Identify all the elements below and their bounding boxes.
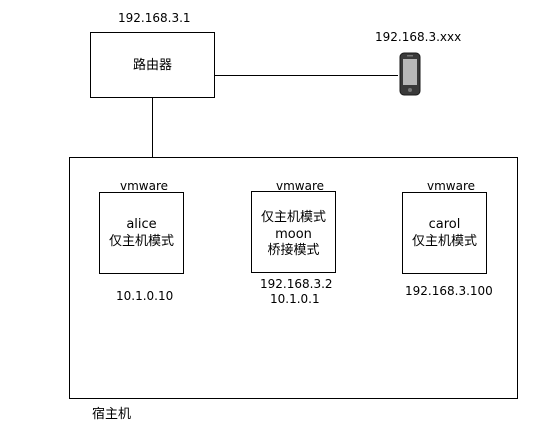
router-box: 路由器 — [90, 32, 215, 98]
vm-carol-name: carol — [428, 217, 461, 232]
vm-moon-name: moon — [275, 227, 312, 242]
vm-alice-name: alice — [126, 217, 157, 232]
vm-alice-mode: 仅主机模式 — [108, 234, 174, 249]
vm-carol-mode: 仅主机模式 — [411, 234, 477, 249]
vm-carol-header: vmware — [427, 179, 476, 193]
router-ip: 192.168.3.1 — [118, 11, 191, 25]
vm-moon-ip-2: 10.1.0.1 — [270, 292, 320, 306]
vm-carol-box: carol 仅主机模式 — [402, 192, 487, 274]
router-host-link — [152, 98, 153, 157]
vm-alice-box: alice 仅主机模式 — [99, 192, 184, 274]
vm-moon-box: 仅主机模式 moon 桥接模式 — [251, 191, 336, 273]
vm-alice-header: vmware — [120, 179, 169, 193]
vm-carol-ip: 192.168.3.100 — [405, 284, 493, 298]
router-label: 路由器 — [132, 58, 172, 73]
router-phone-link — [215, 75, 398, 76]
host-label: 宿主机 — [92, 407, 132, 422]
vm-moon-mode-1: 仅主机模式 — [260, 210, 326, 225]
vm-moon-header: vmware — [276, 179, 325, 193]
vm-moon-mode-2: 桥接模式 — [267, 243, 320, 258]
vm-alice-ip: 10.1.0.10 — [116, 289, 174, 303]
phone-ip: 192.168.3.xxx — [375, 30, 462, 44]
mobile-phone-icon — [398, 52, 422, 100]
vm-moon-ip-1: 192.168.3.2 — [260, 277, 333, 291]
